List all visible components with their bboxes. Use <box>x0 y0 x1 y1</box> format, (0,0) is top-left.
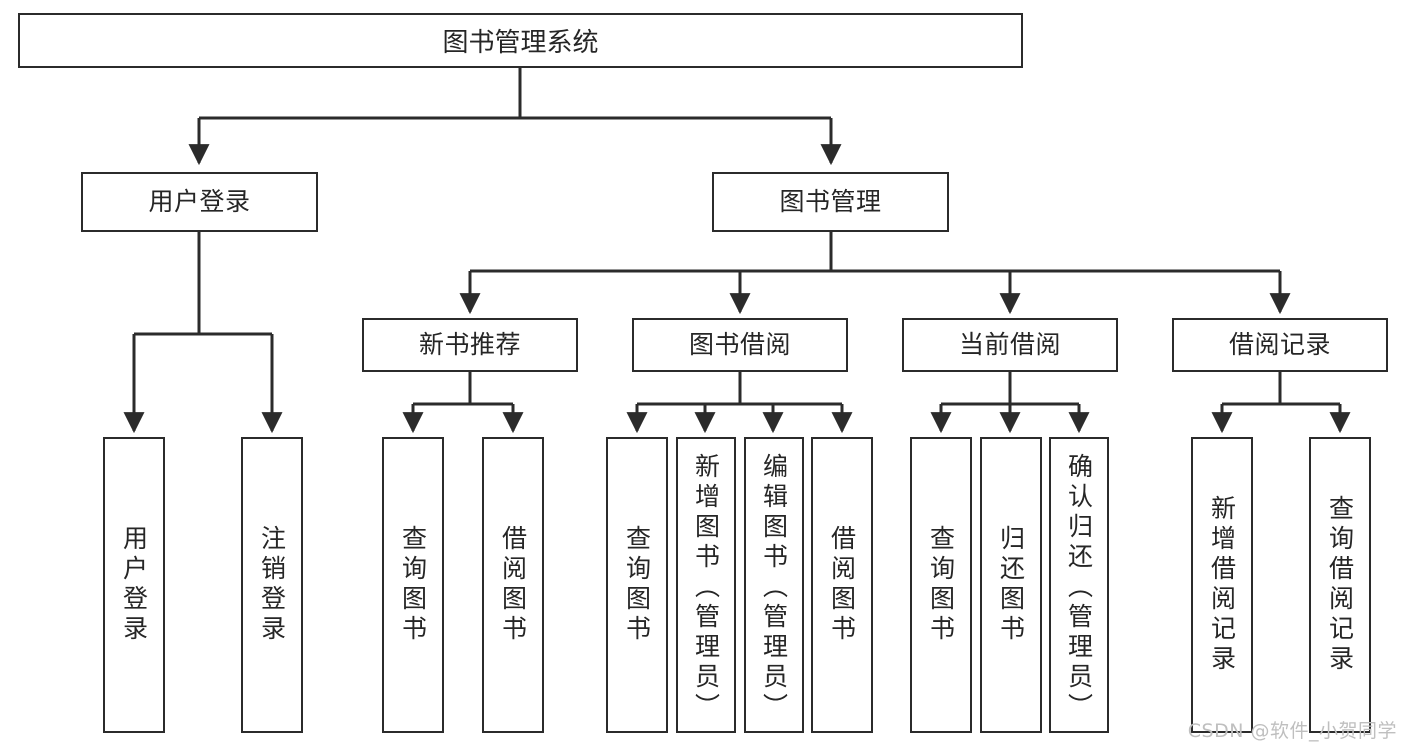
node-label: 图书管理系统 <box>442 28 599 58</box>
leaf-recommend-borrow-book[interactable]: 借阅图书 <box>482 437 544 733</box>
node-user-login[interactable]: 用户登录 <box>81 172 318 232</box>
node-root-system[interactable]: 图书管理系统 <box>18 13 1023 68</box>
leaf-borrow-borrow-book[interactable]: 借阅图书 <box>811 437 873 733</box>
node-new-book-recommend[interactable]: 新书推荐 <box>362 318 578 372</box>
leaf-borrow-query-book[interactable]: 查询图书 <box>606 437 668 733</box>
leaf-label: 确认归还（管理员） <box>1064 453 1094 723</box>
node-label: 用户登录 <box>148 187 251 217</box>
leaf-label: 新增图书（管理员） <box>691 453 721 723</box>
node-label: 借阅记录 <box>1228 330 1331 360</box>
node-current-borrow[interactable]: 当前借阅 <box>902 318 1118 372</box>
leaf-borrow-edit-book-admin[interactable]: 编辑图书（管理员） <box>744 437 804 733</box>
node-book-management[interactable]: 图书管理 <box>712 172 949 232</box>
node-borrow-record[interactable]: 借阅记录 <box>1172 318 1388 372</box>
leaf-recommend-query-book[interactable]: 查询图书 <box>382 437 444 733</box>
leaf-user-login-login[interactable]: 用户登录 <box>103 437 165 733</box>
leaf-label: 归还图书 <box>996 525 1026 645</box>
leaf-label: 查询图书 <box>926 525 956 645</box>
leaf-label: 查询借阅记录 <box>1325 495 1355 675</box>
leaf-label: 借阅图书 <box>827 525 857 645</box>
leaf-label: 用户登录 <box>119 525 149 645</box>
node-label: 图书借阅 <box>688 330 791 360</box>
leaf-record-add-record[interactable]: 新增借阅记录 <box>1191 437 1253 733</box>
watermark-text: CSDN @软件_小贺同学 <box>1187 720 1397 742</box>
node-label: 当前借阅 <box>958 330 1061 360</box>
leaf-label: 借阅图书 <box>498 525 528 645</box>
node-label: 图书管理 <box>779 187 882 217</box>
node-label: 新书推荐 <box>418 330 521 360</box>
leaf-current-confirm-return-admin[interactable]: 确认归还（管理员） <box>1049 437 1109 733</box>
leaf-current-return-book[interactable]: 归还图书 <box>980 437 1042 733</box>
leaf-record-query-record[interactable]: 查询借阅记录 <box>1309 437 1371 733</box>
leaf-borrow-add-book-admin[interactable]: 新增图书（管理员） <box>676 437 736 733</box>
leaf-label: 编辑图书（管理员） <box>759 453 789 723</box>
leaf-current-query-book[interactable]: 查询图书 <box>910 437 972 733</box>
leaf-user-login-logout[interactable]: 注销登录 <box>241 437 303 733</box>
leaf-label: 新增借阅记录 <box>1207 495 1237 675</box>
leaf-label: 注销登录 <box>257 525 287 645</box>
leaf-label: 查询图书 <box>398 525 428 645</box>
leaf-label: 查询图书 <box>622 525 652 645</box>
node-book-borrow[interactable]: 图书借阅 <box>632 318 848 372</box>
